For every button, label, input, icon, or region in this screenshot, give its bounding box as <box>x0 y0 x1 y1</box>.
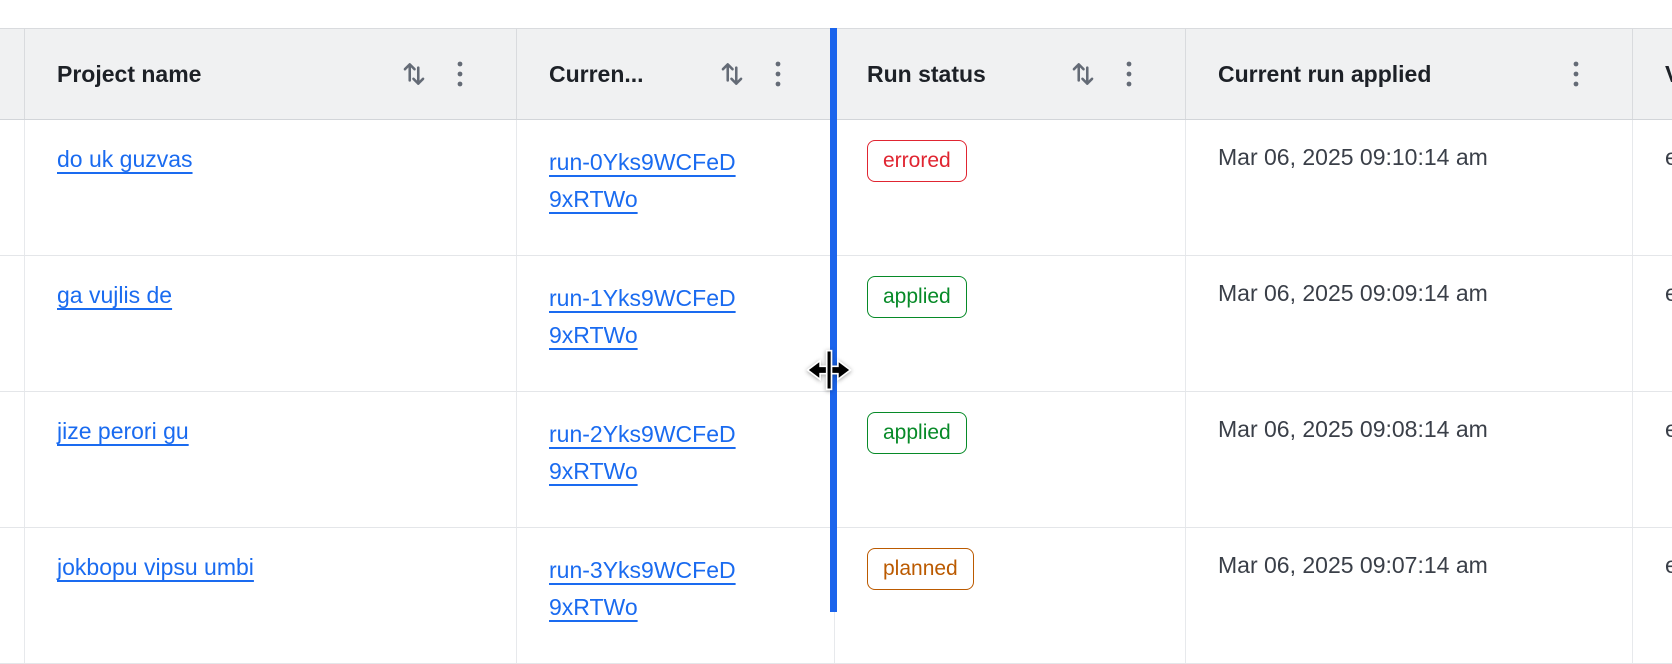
run-status-badge: errored <box>867 140 967 183</box>
run-id-line2: 9xRTWo <box>549 186 638 212</box>
header-cell-edge <box>0 29 25 119</box>
sort-icon[interactable] <box>1067 58 1099 90</box>
column-label-current-run-applied: Current run applied <box>1218 60 1432 87</box>
project-link[interactable]: ga vujlis de <box>57 282 173 308</box>
cell-truncated: e <box>1633 392 1672 527</box>
column-menu-kebab-icon[interactable] <box>772 59 784 89</box>
cell-run-status: planned <box>835 528 1186 663</box>
column-label-project-name: Project name <box>57 60 202 87</box>
cell-project: ga vujlis de <box>25 256 517 391</box>
sort-icon[interactable] <box>716 58 748 90</box>
column-menu-kebab-icon[interactable] <box>454 59 466 89</box>
run-link[interactable]: run-2Yks9WCFeD 9xRTWo <box>549 416 736 490</box>
truncated-cell-text: e <box>1665 416 1672 442</box>
applied-timestamp: Mar 06, 2025 09:07:14 am <box>1218 552 1488 578</box>
project-link[interactable]: jize perori gu <box>57 418 189 444</box>
header-cell-truncated: V <box>1633 29 1672 119</box>
truncated-cell-text: e <box>1665 144 1672 170</box>
cell-edge <box>0 120 25 255</box>
cell-run-status: applied <box>835 392 1186 527</box>
cell-project: jokbopu vipsu umbi <box>25 528 517 663</box>
truncated-cell-text: e <box>1665 552 1672 578</box>
cell-project: jize perori gu <box>25 392 517 527</box>
applied-timestamp: Mar 06, 2025 09:09:14 am <box>1218 280 1488 306</box>
header-cell-current-run-applied: Current run applied <box>1186 29 1633 119</box>
column-resize-indicator[interactable] <box>830 28 837 612</box>
column-menu-kebab-icon[interactable] <box>1123 59 1135 89</box>
run-status-badge: applied <box>867 412 967 455</box>
sort-icon[interactable] <box>398 58 430 90</box>
run-id-line1: run-1Yks9WCFeD <box>549 285 736 311</box>
column-label-current-run: Curren... <box>549 60 644 87</box>
cell-truncated: e <box>1633 256 1672 391</box>
run-id-line2: 9xRTWo <box>549 458 638 484</box>
cell-current-run-applied: Mar 06, 2025 09:09:14 am <box>1186 256 1633 391</box>
cell-edge <box>0 528 25 663</box>
truncated-cell-text: e <box>1665 280 1672 306</box>
run-id-line1: run-2Yks9WCFeD <box>549 421 736 447</box>
cell-current-run: run-0Yks9WCFeD 9xRTWo <box>517 120 835 255</box>
cell-current-run-applied: Mar 06, 2025 09:07:14 am <box>1186 528 1633 663</box>
cell-current-run: run-2Yks9WCFeD 9xRTWo <box>517 392 835 527</box>
cell-edge <box>0 256 25 391</box>
column-label-truncated: V <box>1665 61 1672 88</box>
cell-current-run: run-3Yks9WCFeD 9xRTWo <box>517 528 835 663</box>
run-id-line1: run-3Yks9WCFeD <box>549 557 736 583</box>
run-link[interactable]: run-3Yks9WCFeD 9xRTWo <box>549 552 736 626</box>
cell-project: do uk guzvas <box>25 120 517 255</box>
project-link[interactable]: do uk guzvas <box>57 146 193 172</box>
cell-run-status: errored <box>835 120 1186 255</box>
run-id-line2: 9xRTWo <box>549 322 638 348</box>
cell-current-run-applied: Mar 06, 2025 09:08:14 am <box>1186 392 1633 527</box>
column-menu-kebab-icon[interactable] <box>1570 59 1582 89</box>
run-status-badge: planned <box>867 548 974 591</box>
cell-current-run: run-1Yks9WCFeD 9xRTWo <box>517 256 835 391</box>
run-id-line1: run-0Yks9WCFeD <box>549 149 736 175</box>
applied-timestamp: Mar 06, 2025 09:08:14 am <box>1218 416 1488 442</box>
header-cell-run-status: Run status <box>835 29 1186 119</box>
header-cell-current-run: Curren... <box>517 29 835 119</box>
applied-timestamp: Mar 06, 2025 09:10:14 am <box>1218 144 1488 170</box>
column-label-run-status: Run status <box>867 60 986 87</box>
run-link[interactable]: run-1Yks9WCFeD 9xRTWo <box>549 280 736 354</box>
run-link[interactable]: run-0Yks9WCFeD 9xRTWo <box>549 144 736 218</box>
cell-current-run-applied: Mar 06, 2025 09:10:14 am <box>1186 120 1633 255</box>
cell-truncated: e <box>1633 120 1672 255</box>
cell-run-status: applied <box>835 256 1186 391</box>
run-status-badge: applied <box>867 276 967 319</box>
run-id-line2: 9xRTWo <box>549 594 638 620</box>
header-cell-project-name: Project name <box>25 29 517 119</box>
project-link[interactable]: jokbopu vipsu umbi <box>57 554 254 580</box>
cell-truncated: e <box>1633 528 1672 663</box>
cell-edge <box>0 392 25 527</box>
